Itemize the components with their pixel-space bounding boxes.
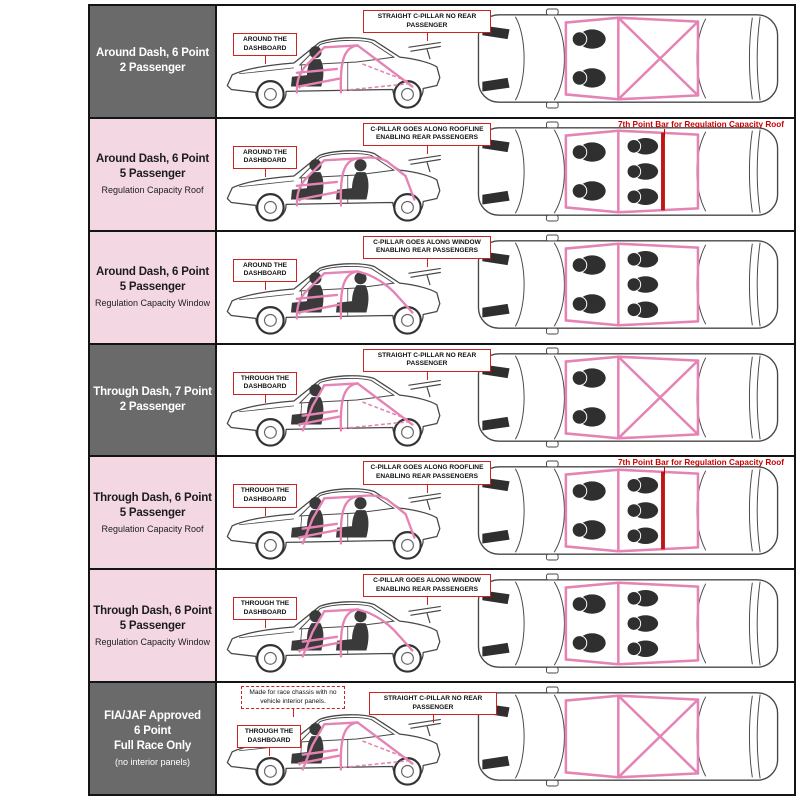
config-title-line: 2 Passenger xyxy=(119,401,186,413)
diagram-cell: THROUGH THE DASHBOARD C-PILLAR GOES ALONG… xyxy=(217,457,794,568)
top-view-svg xyxy=(477,460,779,561)
config-title-line: 2 Passenger xyxy=(119,62,186,75)
config-title-line: FIA/JAF Approved xyxy=(104,710,201,723)
config-subtitle: Regulation Capacity Roof xyxy=(101,523,204,534)
diagram-cell: AROUND THE DASHBOARD C-PILLAR GOES ALONG … xyxy=(217,232,794,343)
config-title-line: Through Dash, 7 Point xyxy=(93,386,212,399)
config-title-line: Around Dash, 6 Point xyxy=(96,266,209,279)
c-pillar-callout: C-PILLAR GOES ALONG WINDOW ENABLING REAR… xyxy=(363,574,491,606)
dashboard-callout: AROUND THE DASHBOARD xyxy=(233,258,297,291)
seventh-point-note: 7th Point Bar for Regulation Capacity Ro… xyxy=(617,119,784,137)
seventh-point-note: 7th Point Bar for Regulation Capacity Ro… xyxy=(617,458,784,476)
config-subtitle: Regulation Capacity Window xyxy=(94,636,211,647)
dashboard-callout: AROUND THE DASHBOARD xyxy=(233,33,297,65)
side-view-svg xyxy=(226,714,441,786)
top-view-svg xyxy=(477,8,779,109)
config-subtitle: Regulation Capacity Roof xyxy=(101,185,204,196)
side-view-svg xyxy=(226,601,441,673)
top-view-diagram xyxy=(467,347,791,453)
side-view-diagram xyxy=(219,355,455,454)
config-title-line: Full Race Only xyxy=(113,740,192,753)
side-view-diagram xyxy=(219,581,455,680)
diagram-cell: Made for race chassis with no vehicle in… xyxy=(217,683,794,794)
config-row: Around Dash, 6 Point 2 Passenger AROUND TH… xyxy=(90,6,794,119)
dashboard-callout: THROUGH THE DASHBOARD xyxy=(237,725,301,757)
top-view-diagram xyxy=(467,460,791,566)
side-view-svg xyxy=(226,149,441,222)
config-title-line: 5 Passenger xyxy=(119,506,186,519)
diagram-cell: AROUND THE DASHBOARD STRAIGHT C-PILLAR NO… xyxy=(217,6,794,117)
side-view-diagram xyxy=(219,130,455,229)
config-label: Around Dash, 6 Point 2 Passenger xyxy=(90,6,217,117)
side-view-svg xyxy=(226,262,441,335)
top-view-diagram xyxy=(467,686,791,792)
top-view-svg xyxy=(477,234,779,335)
diagram-cell: AROUND THE DASHBOARD C-PILLAR GOES ALONG … xyxy=(217,119,794,230)
diagram-cell: THROUGH THE DASHBOARD C-PILLAR GOES ALONG… xyxy=(217,570,794,681)
config-subtitle: (no interior panels) xyxy=(114,757,191,768)
top-view-diagram xyxy=(467,573,791,679)
top-view-diagram xyxy=(467,234,791,340)
dashboard-callout: AROUND THE DASHBOARD xyxy=(233,145,297,178)
side-view-svg xyxy=(226,375,441,448)
side-view-diagram xyxy=(219,243,455,342)
side-view-svg xyxy=(226,488,441,560)
config-title-line: Around Dash, 6 Point xyxy=(96,47,209,60)
config-subtitle: Regulation Capacity Window xyxy=(94,298,211,309)
side-view-diagram xyxy=(219,17,455,116)
c-pillar-callout: STRAIGHT C-PILLAR NO REAR PASSENGER xyxy=(363,10,491,42)
side-view-svg xyxy=(226,37,441,109)
config-label: Through Dash, 7 Point 2 Passenger xyxy=(90,344,217,456)
top-view-svg xyxy=(477,347,779,448)
config-title-line: 5 Passenger xyxy=(119,168,186,181)
dashboard-callout: THROUGH THE DASHBOARD xyxy=(233,484,297,516)
diagram-cell: THROUGH THE DASHBOARD STRAIGHT C-PILLAR N… xyxy=(217,345,794,456)
c-pillar-callout: C-PILLAR GOES ALONG ROOFLINE ENABLING RE… xyxy=(363,461,491,493)
side-view-diagram xyxy=(219,694,455,793)
c-pillar-callout: STRAIGHT C-PILLAR NO REAR PASSENGER xyxy=(369,692,497,724)
dashboard-callout: THROUGH THE DASHBOARD xyxy=(233,371,297,403)
config-title-line: Around Dash, 6 Point xyxy=(96,153,209,166)
config-title-line: 5 Passenger xyxy=(119,619,186,632)
top-view-diagram xyxy=(467,121,791,227)
config-title-line: Through Dash, 6 Point xyxy=(93,492,212,505)
c-pillar-callout: STRAIGHT C-PILLAR NO REAR PASSENGER xyxy=(363,348,491,380)
race-chassis-callout: Made for race chassis with no vehicle in… xyxy=(241,686,345,718)
top-view-svg xyxy=(477,121,779,222)
config-title-line: Through Dash, 6 Point xyxy=(93,604,212,617)
c-pillar-callout: C-PILLAR GOES ALONG WINDOW ENABLING REAR… xyxy=(363,235,491,268)
config-title-line: 5 Passenger xyxy=(119,281,186,294)
side-view-diagram xyxy=(219,468,455,567)
dashboard-callout: THROUGH THE DASHBOARD xyxy=(233,597,297,629)
top-view-svg xyxy=(477,573,779,674)
c-pillar-callout: C-PILLAR GOES ALONG ROOFLINE ENABLING RE… xyxy=(363,122,491,155)
config-row: Through Dash, 7 Point 2 Passenger THROUGH … xyxy=(90,344,794,458)
top-view-diagram xyxy=(467,8,791,114)
config-title-line: 6 Point xyxy=(134,725,171,738)
top-view-svg xyxy=(477,686,779,787)
